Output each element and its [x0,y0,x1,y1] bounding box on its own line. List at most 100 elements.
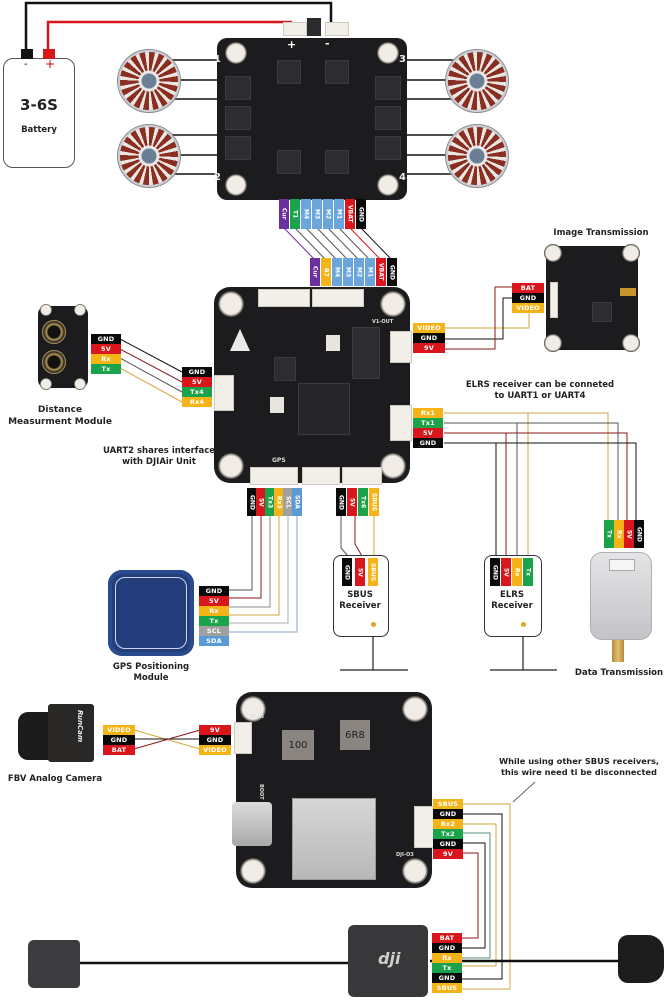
pin-label: Rx4 [182,397,212,407]
vtx-chip [592,302,612,322]
pin-label: 5V [199,596,229,606]
connector [214,375,234,411]
pin-label: 9V [433,849,463,859]
pin-label: VIDEO [512,303,544,313]
mcu [325,150,349,174]
ribbon-wire [305,227,338,261]
mosfet [375,136,401,160]
mosfet [375,76,401,100]
vtx-wires [444,286,530,350]
label-line: Measurment Module [8,417,112,428]
pin-label: M4 [301,199,311,229]
pin-label: SBUS [433,799,463,809]
pin-label: M3 [312,199,322,229]
pin-label: VBAT [345,199,355,229]
battery-cells: 3-6S [20,96,58,114]
pin-label: GND [199,586,229,596]
silk-vtx: V1-OUT [372,319,394,325]
pin-label: SCL [283,488,293,516]
battery: - + 3-6S Battery [3,49,75,168]
pin-label: Rx3 [274,488,284,516]
wire [228,515,280,616]
battery-label: Battery [21,125,57,135]
pin-label: Rx [432,953,462,963]
wire [119,357,183,393]
battery-pos-terminal [43,49,55,59]
motor-num-3: 3 [399,54,406,65]
pin-label: Cur [279,199,289,229]
antenna-connector [620,288,636,296]
pin-label: 5V [413,428,443,438]
pin-label: SCL [199,626,229,636]
battery-pos-mark: + [45,57,56,71]
camera-label: FBV Analog Camera [7,774,103,784]
sbus-receiver-label: SBUS Receiver [333,590,387,613]
motor-2 [118,125,180,187]
data-transmission-module [590,552,652,640]
gyro-chip [274,357,296,381]
baro [270,397,284,413]
mount-hole [402,696,428,722]
mount-hole [218,453,244,479]
note-line: While using other SBUS receivers, [498,756,660,766]
esc-minus: - [325,37,330,50]
data-transmission-label: Data Transmission [574,668,664,678]
mosfet [225,136,251,160]
pin-label: 9V [199,725,231,735]
silk-boot: BOOT [258,784,264,800]
label-line: Module [133,673,169,684]
mosfet [375,106,401,130]
mcu [325,60,349,84]
pin-label: VBAT [376,258,386,286]
pin-label: 5V [355,558,365,586]
inductor-6r8: 6R8 [340,720,370,750]
esc-board: + - 1 2 3 4 [214,37,407,200]
dji-logo-icon: dji [378,949,401,968]
mount-hole [544,244,562,262]
ribbon-wire [294,227,327,261]
pin-label: Tx1 [413,418,443,428]
sd-card-slot [292,798,376,880]
ribbon-wire [283,227,316,261]
silk-gps: GPS [272,457,286,464]
wire [462,852,479,939]
wire [444,432,628,520]
gps-antenna-outline [115,577,187,649]
mount-hole [225,174,247,196]
pin-label: M1 [365,258,375,286]
wire [228,515,262,599]
pin-label: Rx2 [433,819,463,829]
silk-dji-o3: DJI-O3 [396,852,414,858]
note-pointer [512,781,536,803]
label-line: SBUS [347,590,373,600]
inductor-100: 100 [282,730,314,760]
pin-label: GND [512,293,544,303]
motor-3 [446,50,508,112]
connector [312,289,364,307]
pin-label: GND [490,558,500,586]
pin-label: 5V [624,520,634,548]
flash-chip [352,327,380,379]
pin-label: M3 [343,258,353,286]
pin-label: GND [336,488,346,516]
motor-num-1: 1 [214,54,221,65]
uart1-wires [444,412,637,555]
pin-label: GND [387,258,397,286]
pin-label: GND [356,199,366,229]
pin-label: 5V [347,488,357,516]
wire [462,803,511,990]
note-line: to UART1 or UART4 [494,391,586,402]
mcu [277,150,301,174]
mount-hole [622,244,640,262]
pin-label: GND [413,438,443,448]
camera-brand: RunCam [76,710,84,743]
o3-camera [28,940,80,988]
wire [228,515,289,624]
pin-label: Tx [432,963,462,973]
pin-label: M1 [334,199,344,229]
pin-label: 5V [501,558,511,586]
camera-wires [133,729,201,750]
wire [228,515,253,591]
wire [119,348,183,383]
crystal [326,335,340,351]
